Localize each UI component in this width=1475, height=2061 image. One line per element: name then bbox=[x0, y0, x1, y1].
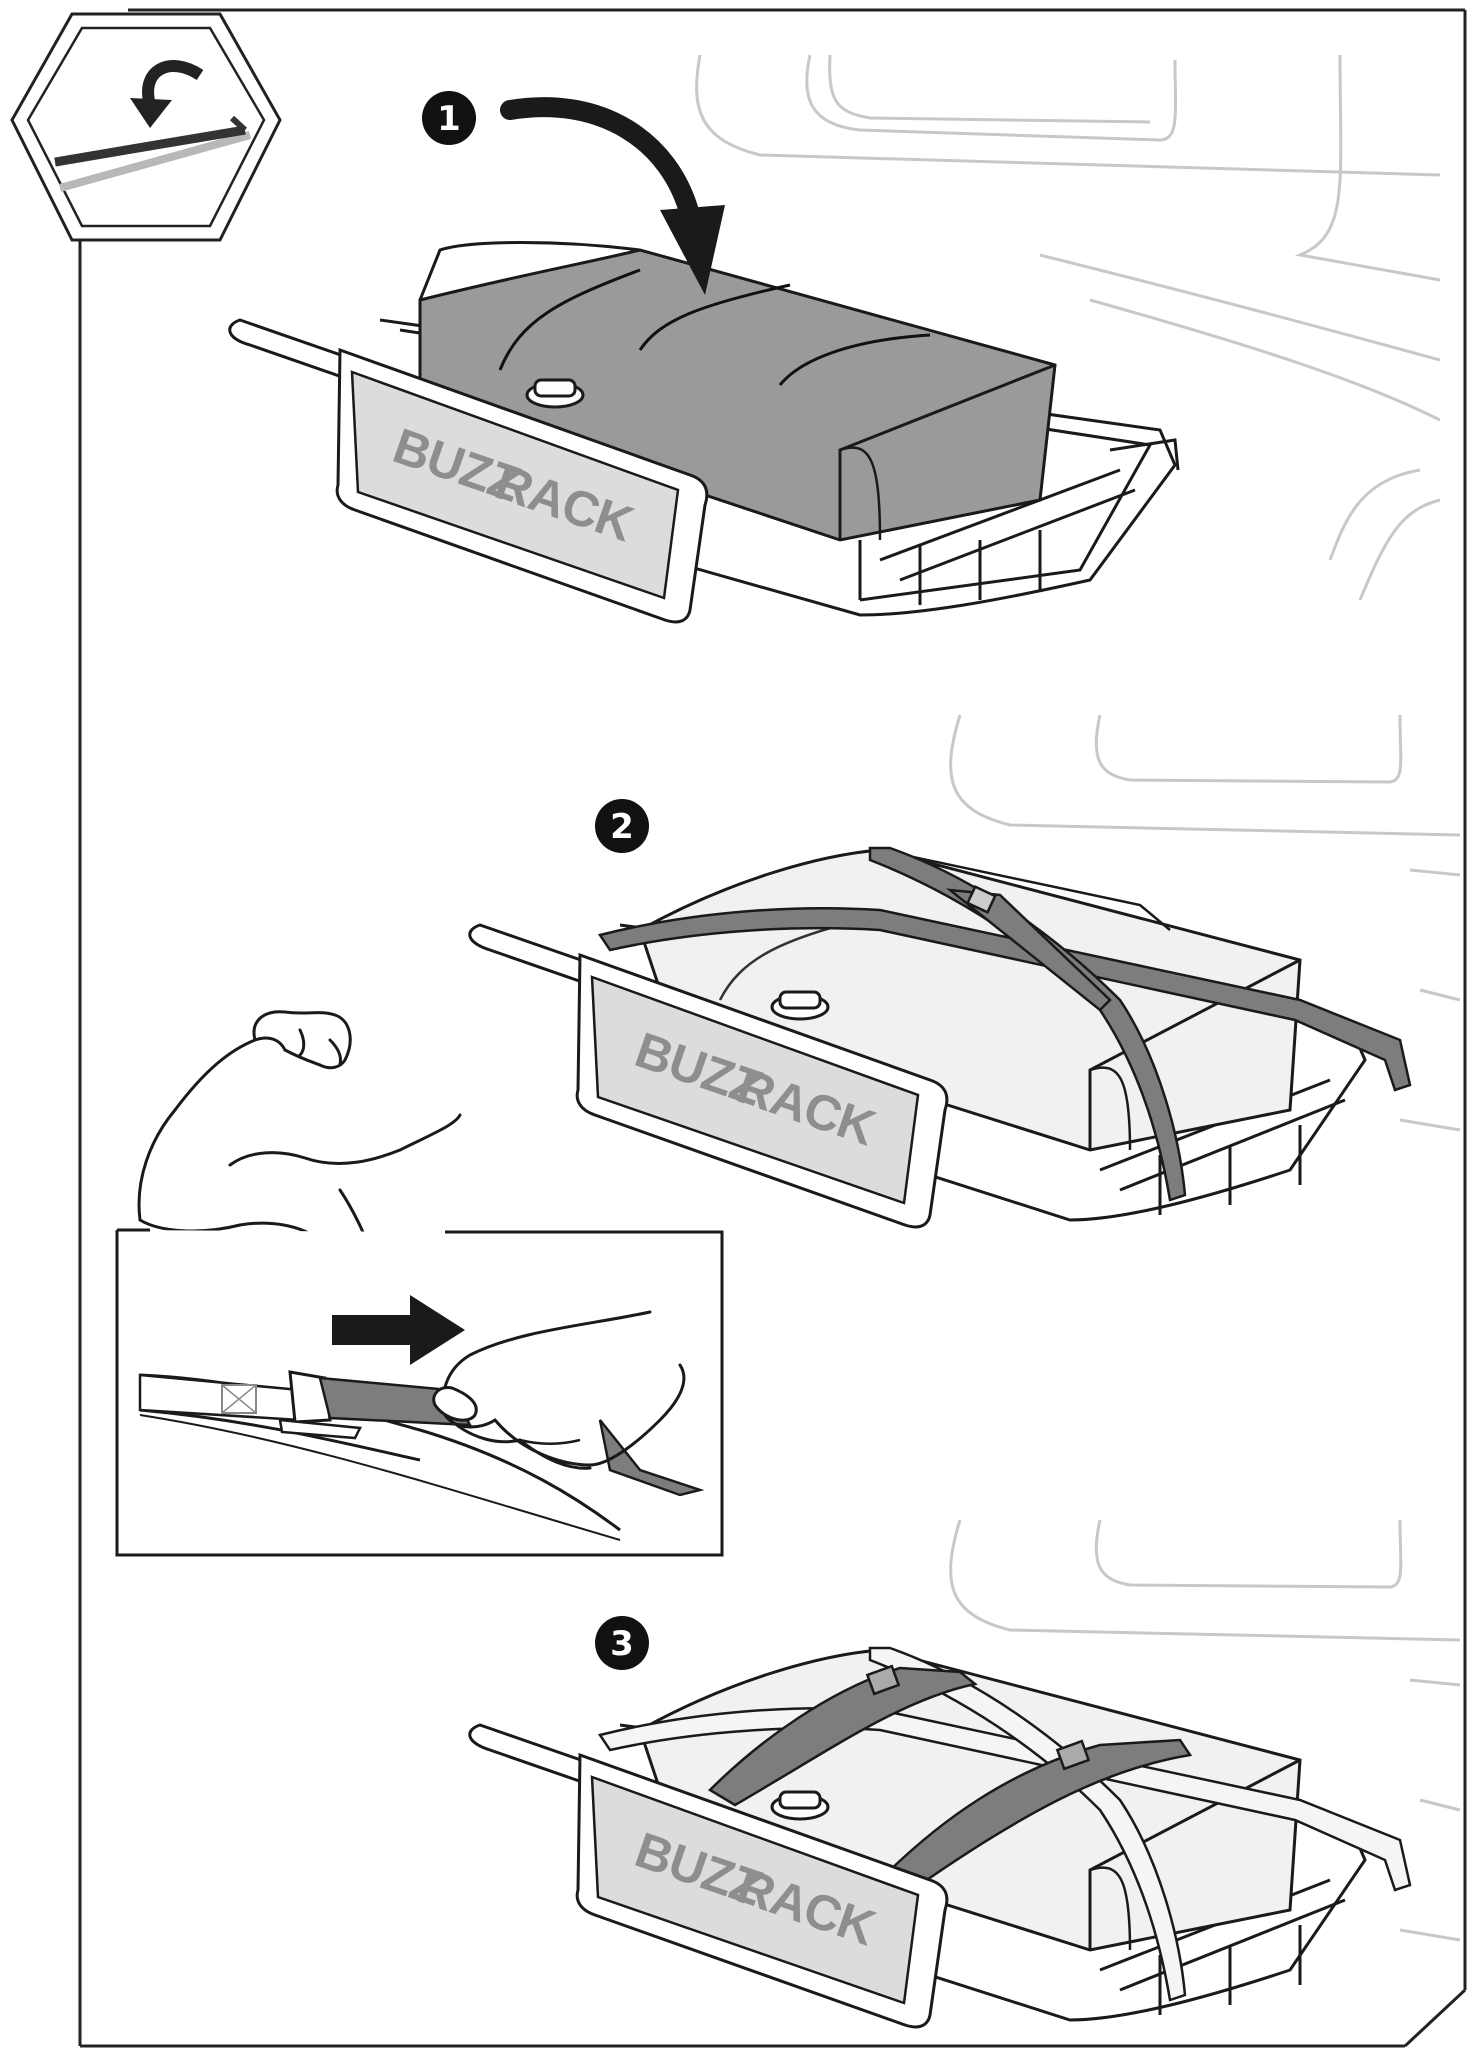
knob-icon bbox=[770, 1790, 830, 1821]
license-plate: BUZZ RACK bbox=[575, 1752, 949, 2029]
hexagon-rotate-arrow-icon bbox=[10, 12, 282, 242]
step-1-number: 1 bbox=[437, 99, 461, 139]
step-3-badge: 3 bbox=[595, 1616, 649, 1670]
step-1-panel: BUZZ RACK 1 bbox=[228, 54, 1441, 624]
tightened-strap bbox=[707, 1664, 1193, 1897]
strap-inset bbox=[115, 1228, 724, 1557]
step-3-panel: BUZZ RACK 3 bbox=[468, 1519, 1461, 2029]
step-2-panel: BUZZ RACK 2 bbox=[468, 714, 1461, 1229]
step-2-number: 2 bbox=[610, 807, 634, 847]
step-3-number: 3 bbox=[610, 1624, 634, 1664]
tie-down-strap bbox=[597, 1646, 1412, 2002]
step-2-badge: 2 bbox=[595, 799, 649, 853]
car-outline bbox=[695, 54, 1441, 601]
step-1-badge: 1 bbox=[422, 91, 476, 145]
knob-icon bbox=[525, 378, 585, 409]
right-arrow-icon bbox=[332, 1295, 465, 1365]
curved-down-arrow-icon bbox=[500, 97, 725, 295]
tie-down-strap bbox=[597, 846, 1412, 1202]
page-frame bbox=[78, 8, 1467, 2048]
car-outline bbox=[949, 714, 1461, 1132]
car-outline bbox=[949, 1519, 1461, 1942]
license-plate: BUZZ RACK bbox=[575, 952, 949, 1229]
license-plate: BUZZ RACK bbox=[335, 347, 709, 624]
cargo-bag bbox=[418, 241, 1057, 542]
knob-icon bbox=[770, 990, 830, 1021]
